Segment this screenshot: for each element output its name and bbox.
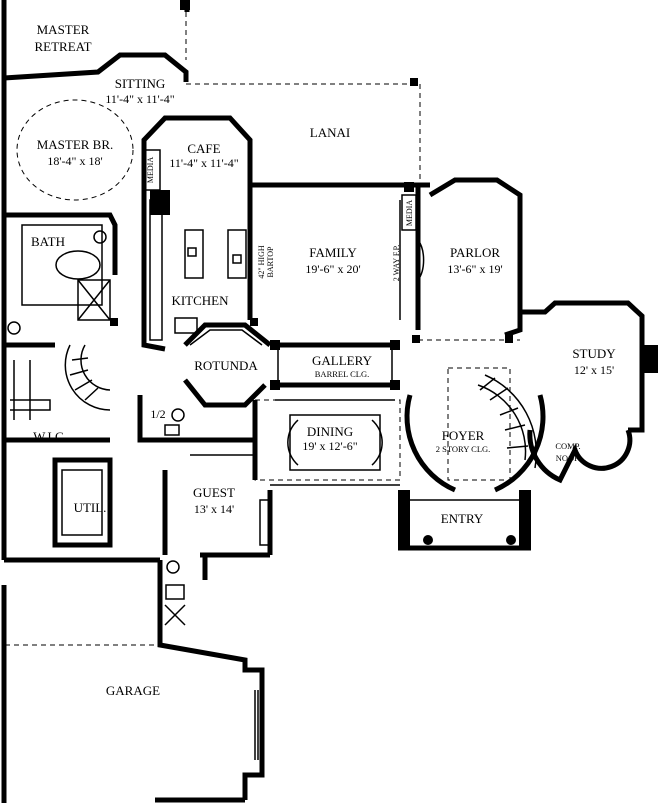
two-way-fp-label: 2 WAY F.P. xyxy=(392,245,401,281)
foyer-label: FOYER xyxy=(442,428,485,443)
entry-label: ENTRY xyxy=(441,511,484,526)
comp-nook-label-2: NOOK xyxy=(556,453,581,463)
interior-walls xyxy=(4,99,546,760)
comp-nook-label-1: COMP. xyxy=(555,441,580,451)
family-size: 19'-6" x 20' xyxy=(305,262,360,276)
gallery-note: BARREL CLG. xyxy=(315,369,369,379)
media-left-label: MEDIA xyxy=(146,157,155,183)
master-retreat-label-2: RETREAT xyxy=(34,39,91,54)
media-right-label: MEDIA xyxy=(405,200,414,226)
master-retreat-label-1: MASTER xyxy=(37,22,90,37)
cafe-size: 11'-4" x 11'-4" xyxy=(169,156,238,170)
util-label: UTIL. xyxy=(74,500,107,515)
rotunda-label: ROTUNDA xyxy=(194,358,258,373)
kitchen-label: KITCHEN xyxy=(171,293,229,308)
guest-label: GUEST xyxy=(193,485,235,500)
garage-label: GARAGE xyxy=(106,683,160,698)
bartop-label-2: BARTOP xyxy=(266,246,275,277)
family-label: FAMILY xyxy=(309,245,357,260)
lanai-label: LANAI xyxy=(310,125,350,140)
master-bedroom-size: 18'-4" x 18' xyxy=(47,154,102,168)
wic-label: W.I.C. xyxy=(33,429,67,444)
half-bath-label: 1/2 xyxy=(150,407,165,421)
study-size: 12' x 15' xyxy=(574,363,614,377)
dining-size: 19' x 12'-6" xyxy=(302,439,357,453)
room-labels: MASTER RETREAT SITTING 11'-4" x 11'-4" L… xyxy=(31,22,616,698)
study-label: STUDY xyxy=(572,346,616,361)
bath-label: BATH xyxy=(31,234,65,249)
dining-label: DINING xyxy=(307,424,353,439)
guest-size: 13' x 14' xyxy=(194,502,234,516)
sitting-size: 11'-4" x 11'-4" xyxy=(105,92,174,106)
sitting-label: SITTING xyxy=(115,76,166,91)
parlor-label: PARLOR xyxy=(450,245,500,260)
bartop-label-1: 42" HIGH xyxy=(257,245,266,278)
parlor-size: 13'-6" x 19' xyxy=(447,262,502,276)
gallery-label: GALLERY xyxy=(312,353,373,368)
foyer-note: 2 STORY CLG. xyxy=(436,444,491,454)
master-bedroom-label: MASTER BR. xyxy=(37,137,114,152)
cafe-label: CAFE xyxy=(187,141,220,156)
